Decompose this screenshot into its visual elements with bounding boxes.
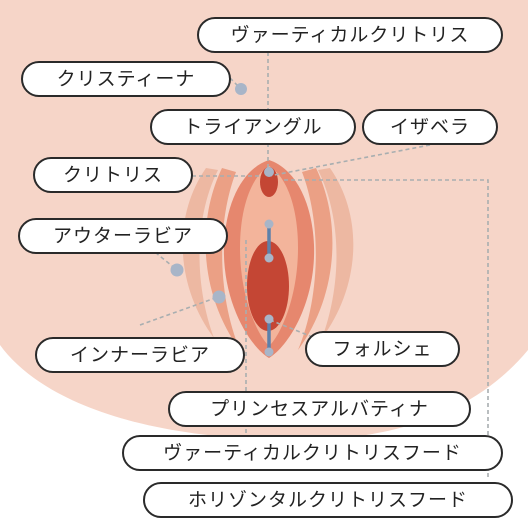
label-isabella: イザベラ — [362, 109, 498, 145]
clitoris-glans — [260, 167, 278, 197]
label-inner-labia: インナーラビア — [35, 337, 245, 373]
marker-christina — [235, 83, 247, 95]
label-christina: クリスティーナ — [21, 61, 231, 97]
label-vertical-clitoris: ヴァーティカルクリトリス — [197, 17, 503, 53]
outer-labia-arc-right — [298, 168, 333, 350]
label-vertical-clitoral-hood: ヴァーティカルクリトリスフード — [122, 435, 503, 471]
outer-labia-arc-right-outer — [318, 168, 354, 338]
outer-labia-arc-left-outer — [182, 168, 218, 338]
bar-princess-albertina-end-bottom — [264, 253, 274, 263]
marker-outer-labia — [170, 263, 184, 277]
piercing-markers — [170, 83, 274, 304]
marker-inner-labia — [212, 290, 226, 304]
bar-fourchette-end-top — [264, 314, 274, 324]
label-horizontal-clitoral-hood: ホリゾンタルクリトリスフード — [143, 482, 513, 518]
label-clitoris: クリトリス — [33, 157, 193, 193]
bar-princess-albertina-end-top — [264, 219, 274, 229]
label-outer-labia: アウターラビア — [18, 218, 228, 254]
bar-fourchette-end-bottom — [264, 347, 274, 357]
connector-horizontal-hood — [284, 179, 489, 478]
label-triangle: トライアングル — [150, 109, 356, 145]
marker-clitoris — [264, 167, 274, 177]
vaginal-opening — [247, 241, 289, 331]
connector-isabella — [268, 144, 431, 177]
label-princess-albertina: プリンセスアルバティナ — [168, 391, 471, 427]
bar-piercings — [264, 219, 274, 357]
connector-christina — [229, 77, 241, 89]
outer-labia-arc-left — [205, 168, 240, 350]
label-fourchette: フォルシェ — [305, 331, 460, 367]
